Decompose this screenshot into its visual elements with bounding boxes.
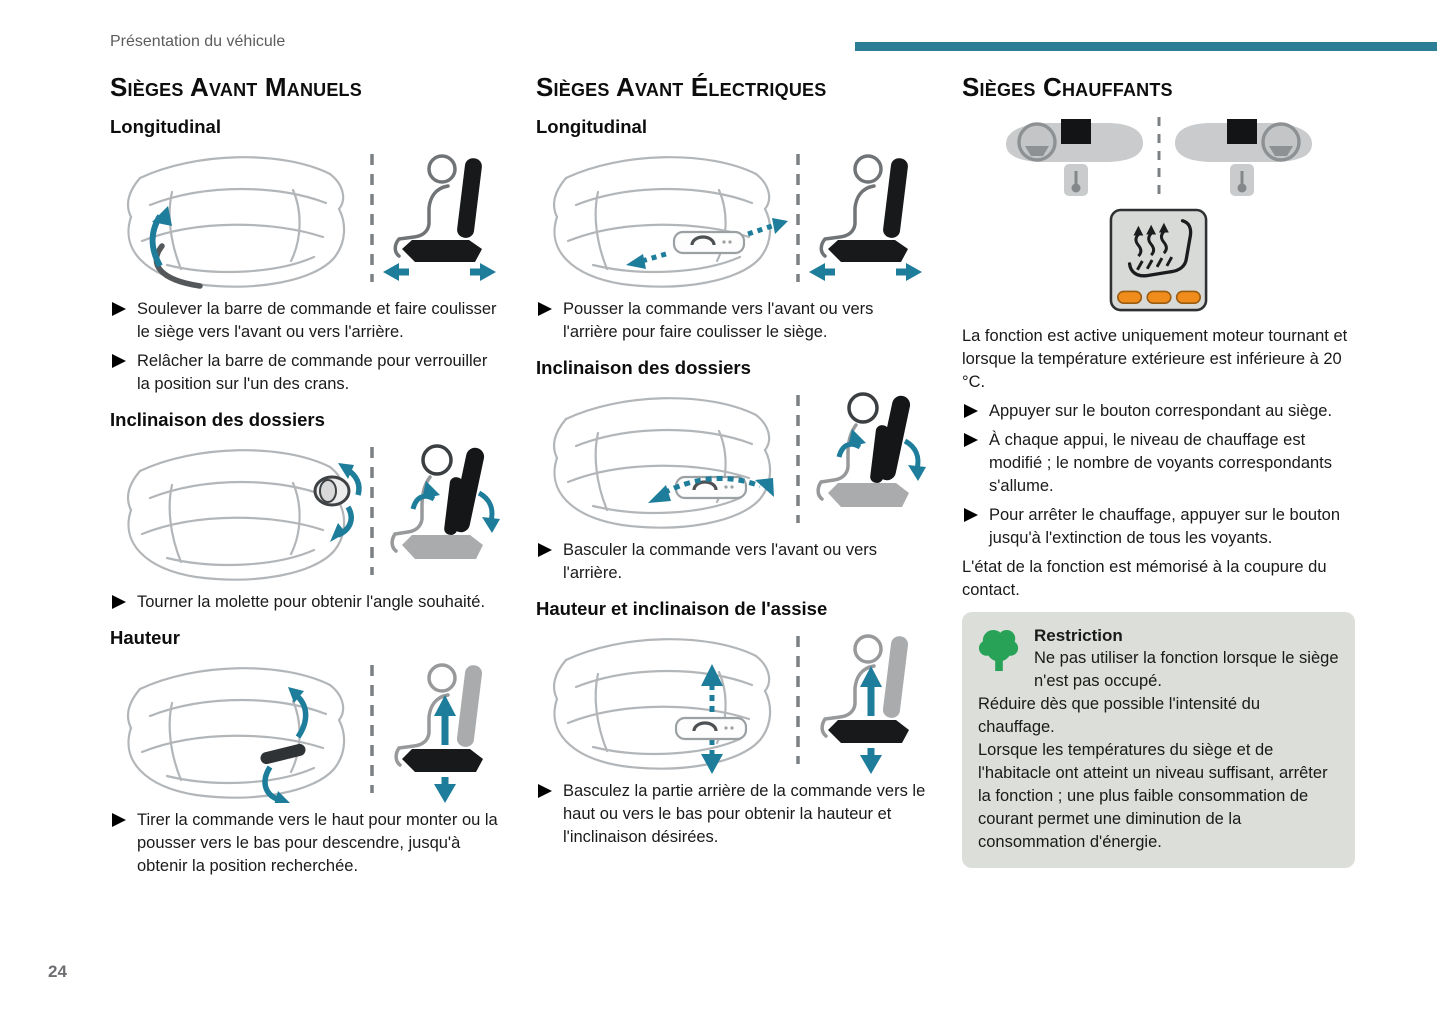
restriction-text: Ne pas utiliser la fonction lorsque le s… <box>1034 649 1339 690</box>
bullet-text: Soulever la barre de commande et faire c… <box>137 300 497 341</box>
list-item: Pour arrêter le chauffage, appuyer sur l… <box>962 504 1355 550</box>
bullet-arrow-icon <box>538 302 552 316</box>
bullet-arrow-icon <box>964 508 978 522</box>
column-heated-seats: Sièges Chauffants La fonction est active… <box>962 66 1355 884</box>
section-title-electric: Sièges Avant Électriques <box>536 72 827 102</box>
bullet-text: Pousser la commande vers l'avant ou vers… <box>563 300 874 341</box>
list-item: Soulever la barre de commande et faire c… <box>110 298 503 344</box>
bullet-arrow-icon <box>112 813 126 827</box>
subheading-height-manual: Hauteur <box>110 627 180 648</box>
bullet-text: Basculez la partie arrière de la command… <box>563 782 926 846</box>
restriction-box: Restriction Ne pas utiliser la fonction … <box>962 612 1355 868</box>
bullet-text: Relâcher la barre de commande pour verro… <box>137 352 488 393</box>
restriction-title: Restriction <box>1034 626 1123 645</box>
bullet-text: Tirer la commande vers le haut pour mont… <box>137 811 498 875</box>
passenger-seat-heater-icon <box>1172 117 1314 198</box>
restriction-text: Réduire dès que possible l'intensité du … <box>978 695 1260 736</box>
bullet-text: Appuyer sur le bouton correspondant au s… <box>989 402 1333 420</box>
accent-bar <box>855 42 1437 51</box>
heated-seat-location-icons <box>1003 117 1314 199</box>
bullet-text: Pour arrêter le chauffage, appuyer sur l… <box>989 506 1341 547</box>
bullet-arrow-icon <box>964 433 978 447</box>
list-item: Appuyer sur le bouton correspondant au s… <box>962 400 1355 423</box>
list-item: Basculer la commande vers l'avant ou ver… <box>536 539 929 585</box>
list-item: Tirer la commande vers le haut pour mont… <box>110 809 503 878</box>
bullet-text: Tourner la molette pour obtenir l'angle … <box>137 593 486 611</box>
driver-seat-heater-icon <box>1003 117 1145 198</box>
seat-recline-manual-diagram <box>126 435 500 581</box>
paragraph-outro: L'état de la fonction est mémorisé à la … <box>962 558 1327 599</box>
bullet-arrow-icon <box>538 543 552 557</box>
list-item: Tourner la molette pour obtenir l'angle … <box>110 591 503 614</box>
bullet-arrow-icon <box>112 354 126 368</box>
column-manual-seats: Sièges Avant Manuels Longitudinal Soulev… <box>110 66 503 884</box>
list-item: Basculez la partie arrière de la command… <box>536 780 929 849</box>
heated-seat-button-icon <box>1108 208 1208 312</box>
subheading-recline-manual: Inclinaison des dossiers <box>110 409 325 430</box>
list-item: À chaque appui, le niveau de chauffage e… <box>962 429 1355 498</box>
bullet-arrow-icon <box>112 302 126 316</box>
list-item: Relâcher la barre de commande pour verro… <box>110 350 503 396</box>
seat-height-manual-diagram <box>126 653 500 803</box>
section-title-manual: Sièges Avant Manuels <box>110 72 362 102</box>
bullet-text: À chaque appui, le niveau de chauffage e… <box>989 431 1333 495</box>
seat-slide-electric-diagram <box>552 142 926 288</box>
subheading-recline-electric: Inclinaison des dossiers <box>536 357 751 378</box>
seat-recline-electric-diagram <box>552 383 926 529</box>
page-number: 24 <box>48 962 67 981</box>
bullet-text: Basculer la commande vers l'avant ou ver… <box>563 541 878 582</box>
bullet-arrow-icon <box>112 595 126 609</box>
tree-icon <box>978 630 1019 672</box>
seat-slide-manual-diagram <box>126 142 500 289</box>
bullet-arrow-icon <box>964 404 978 418</box>
paragraph-intro: La fonction est active uniquement moteur… <box>962 327 1348 391</box>
subheading-base-electric: Hauteur et inclinaison de l'assise <box>536 598 828 619</box>
section-title-heated: Sièges Chauffants <box>962 72 1173 102</box>
content-columns: Sièges Avant Manuels Longitudinal Soulev… <box>110 66 1355 884</box>
restriction-text: Lorsque les températures du siège et de … <box>978 741 1328 851</box>
column-electric-seats: Sièges Avant Électriques Longitudinal Po… <box>536 66 929 884</box>
seat-base-electric-diagram <box>552 624 926 774</box>
subheading-longitudinal-manual: Longitudinal <box>110 116 221 137</box>
list-item: Pousser la commande vers l'avant ou vers… <box>536 298 929 344</box>
subheading-longitudinal-electric: Longitudinal <box>536 116 647 137</box>
bullet-arrow-icon <box>538 784 552 798</box>
breadcrumb: Présentation du véhicule <box>110 33 286 50</box>
